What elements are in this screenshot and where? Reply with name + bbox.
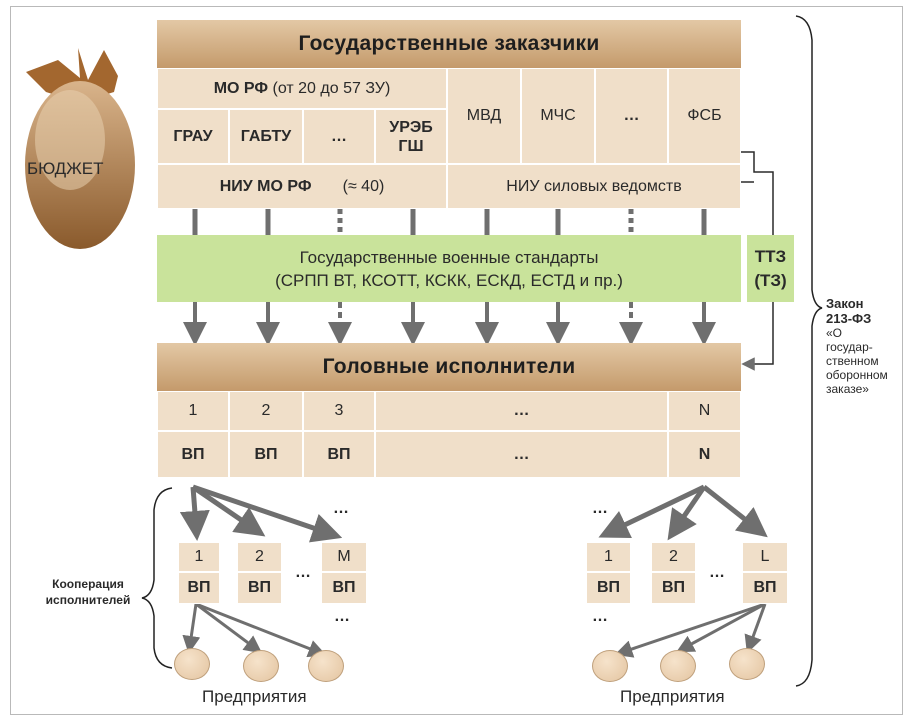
niu-power-agencies: НИУ силовых ведомств <box>447 164 741 209</box>
law-text: «О государ-ственном оборонном заказе» <box>826 326 888 396</box>
contractor-vp: N <box>668 431 741 478</box>
mo-rf-title: МО РФ (от 20 до 57 ЗУ) <box>157 68 447 109</box>
mo-unit-grau: ГРАУ <box>157 109 229 164</box>
ellipsis: … <box>333 500 349 517</box>
mo-unit-ellipsis: … <box>303 109 375 164</box>
mo-rf-range: (от 20 до 57 ЗУ) <box>272 79 391 97</box>
budget-label: БЮДЖЕТ <box>27 159 104 178</box>
contractor-number: N <box>668 391 741 431</box>
mo-rf-label: МО РФ <box>213 79 269 97</box>
right-tree-arrows <box>598 484 768 541</box>
niu-mo-label: НИУ МО РФ <box>219 177 312 195</box>
enterprise-node <box>174 648 210 680</box>
ellipsis: … <box>592 500 608 517</box>
agency-mvd: МВД <box>447 68 521 164</box>
diagram-frame <box>10 6 903 715</box>
enterprise-node <box>592 650 628 682</box>
cooperation-label: Кооперация исполнителей <box>45 577 131 607</box>
enterprise-node <box>729 648 765 680</box>
enterprise-node <box>660 650 696 682</box>
contractor-number: 3 <box>303 391 375 431</box>
ttz-connector <box>741 151 774 371</box>
contractor-number: 2 <box>229 391 303 431</box>
enterprise-node <box>243 650 279 682</box>
subcontractor-number: L <box>742 542 788 572</box>
enterprises-label-left: Предприятия <box>202 687 307 706</box>
subcontractor-number: 2 <box>237 542 282 572</box>
agency-ellipsis: … <box>595 68 668 164</box>
subcontractor-number: 1 <box>586 542 631 572</box>
ellipsis: … <box>592 608 608 625</box>
law-brace <box>795 15 823 687</box>
contractor-number-ellipsis: … <box>375 391 668 431</box>
enterprise-arrows-right <box>614 602 767 658</box>
ellipsis: … <box>295 564 311 581</box>
contractor-vp: ВП <box>157 431 229 478</box>
mo-unit-gabtu: ГАБТУ <box>229 109 303 164</box>
military-standards: Государственные военные стандарты (СРПП … <box>157 235 741 302</box>
ttz-label: ТТЗ <box>754 246 787 266</box>
customers-header: Государственные заказчики <box>157 20 741 68</box>
standards-arrows <box>183 302 716 346</box>
standards-title: Государственные военные стандарты <box>299 247 599 267</box>
enterprises-label-right: Предприятия <box>620 687 725 706</box>
head-contractors-header: Головные исполнители <box>157 343 741 391</box>
mo-unit-ureb-gsh: УРЭБ ГШ <box>375 109 447 164</box>
contractor-vp-ellipsis: … <box>375 431 668 478</box>
subcontractor-vp: ВП <box>651 572 696 604</box>
subcontractor-vp: ВП <box>321 572 367 604</box>
law-title: Закон 213-ФЗ <box>826 296 872 326</box>
subcontractor-number: 2 <box>651 542 696 572</box>
ellipsis: … <box>709 564 725 581</box>
left-tree-arrows <box>179 484 343 543</box>
subcontractor-vp: ВП <box>742 572 788 604</box>
subcontractor-vp: ВП <box>237 572 282 604</box>
ttz-box: ТТЗ (ТЗ) <box>747 235 794 302</box>
subcontractor-vp: ВП <box>586 572 631 604</box>
agency-mchs: МЧС <box>521 68 595 164</box>
subcontractor-number: 1 <box>178 542 220 572</box>
law-note: Закон 213-ФЗ «О государ-ственном оборонн… <box>826 296 892 396</box>
budget-bag-icon <box>25 48 135 249</box>
enterprise-arrows-left <box>182 602 327 658</box>
customer-connectors <box>192 209 707 235</box>
subcontractor-vp: ВП <box>178 572 220 604</box>
contractor-number: 1 <box>157 391 229 431</box>
standards-list: (СРПП ВТ, КСОТТ, КСКК, ЕСКД, ЕСТД и пр.) <box>275 270 623 290</box>
cooperation-brace <box>141 487 173 669</box>
contractor-vp: ВП <box>229 431 303 478</box>
ellipsis: … <box>334 608 350 625</box>
subcontractor-number: M <box>321 542 367 572</box>
niu-mo-count: (≈ 40) <box>342 177 385 195</box>
tz-label: (ТЗ) <box>754 270 787 290</box>
enterprise-node <box>308 650 344 682</box>
agency-fsb: ФСБ <box>668 68 741 164</box>
contractor-vp: ВП <box>303 431 375 478</box>
niu-mo-rf: НИУ МО РФ (≈ 40) <box>157 164 447 209</box>
